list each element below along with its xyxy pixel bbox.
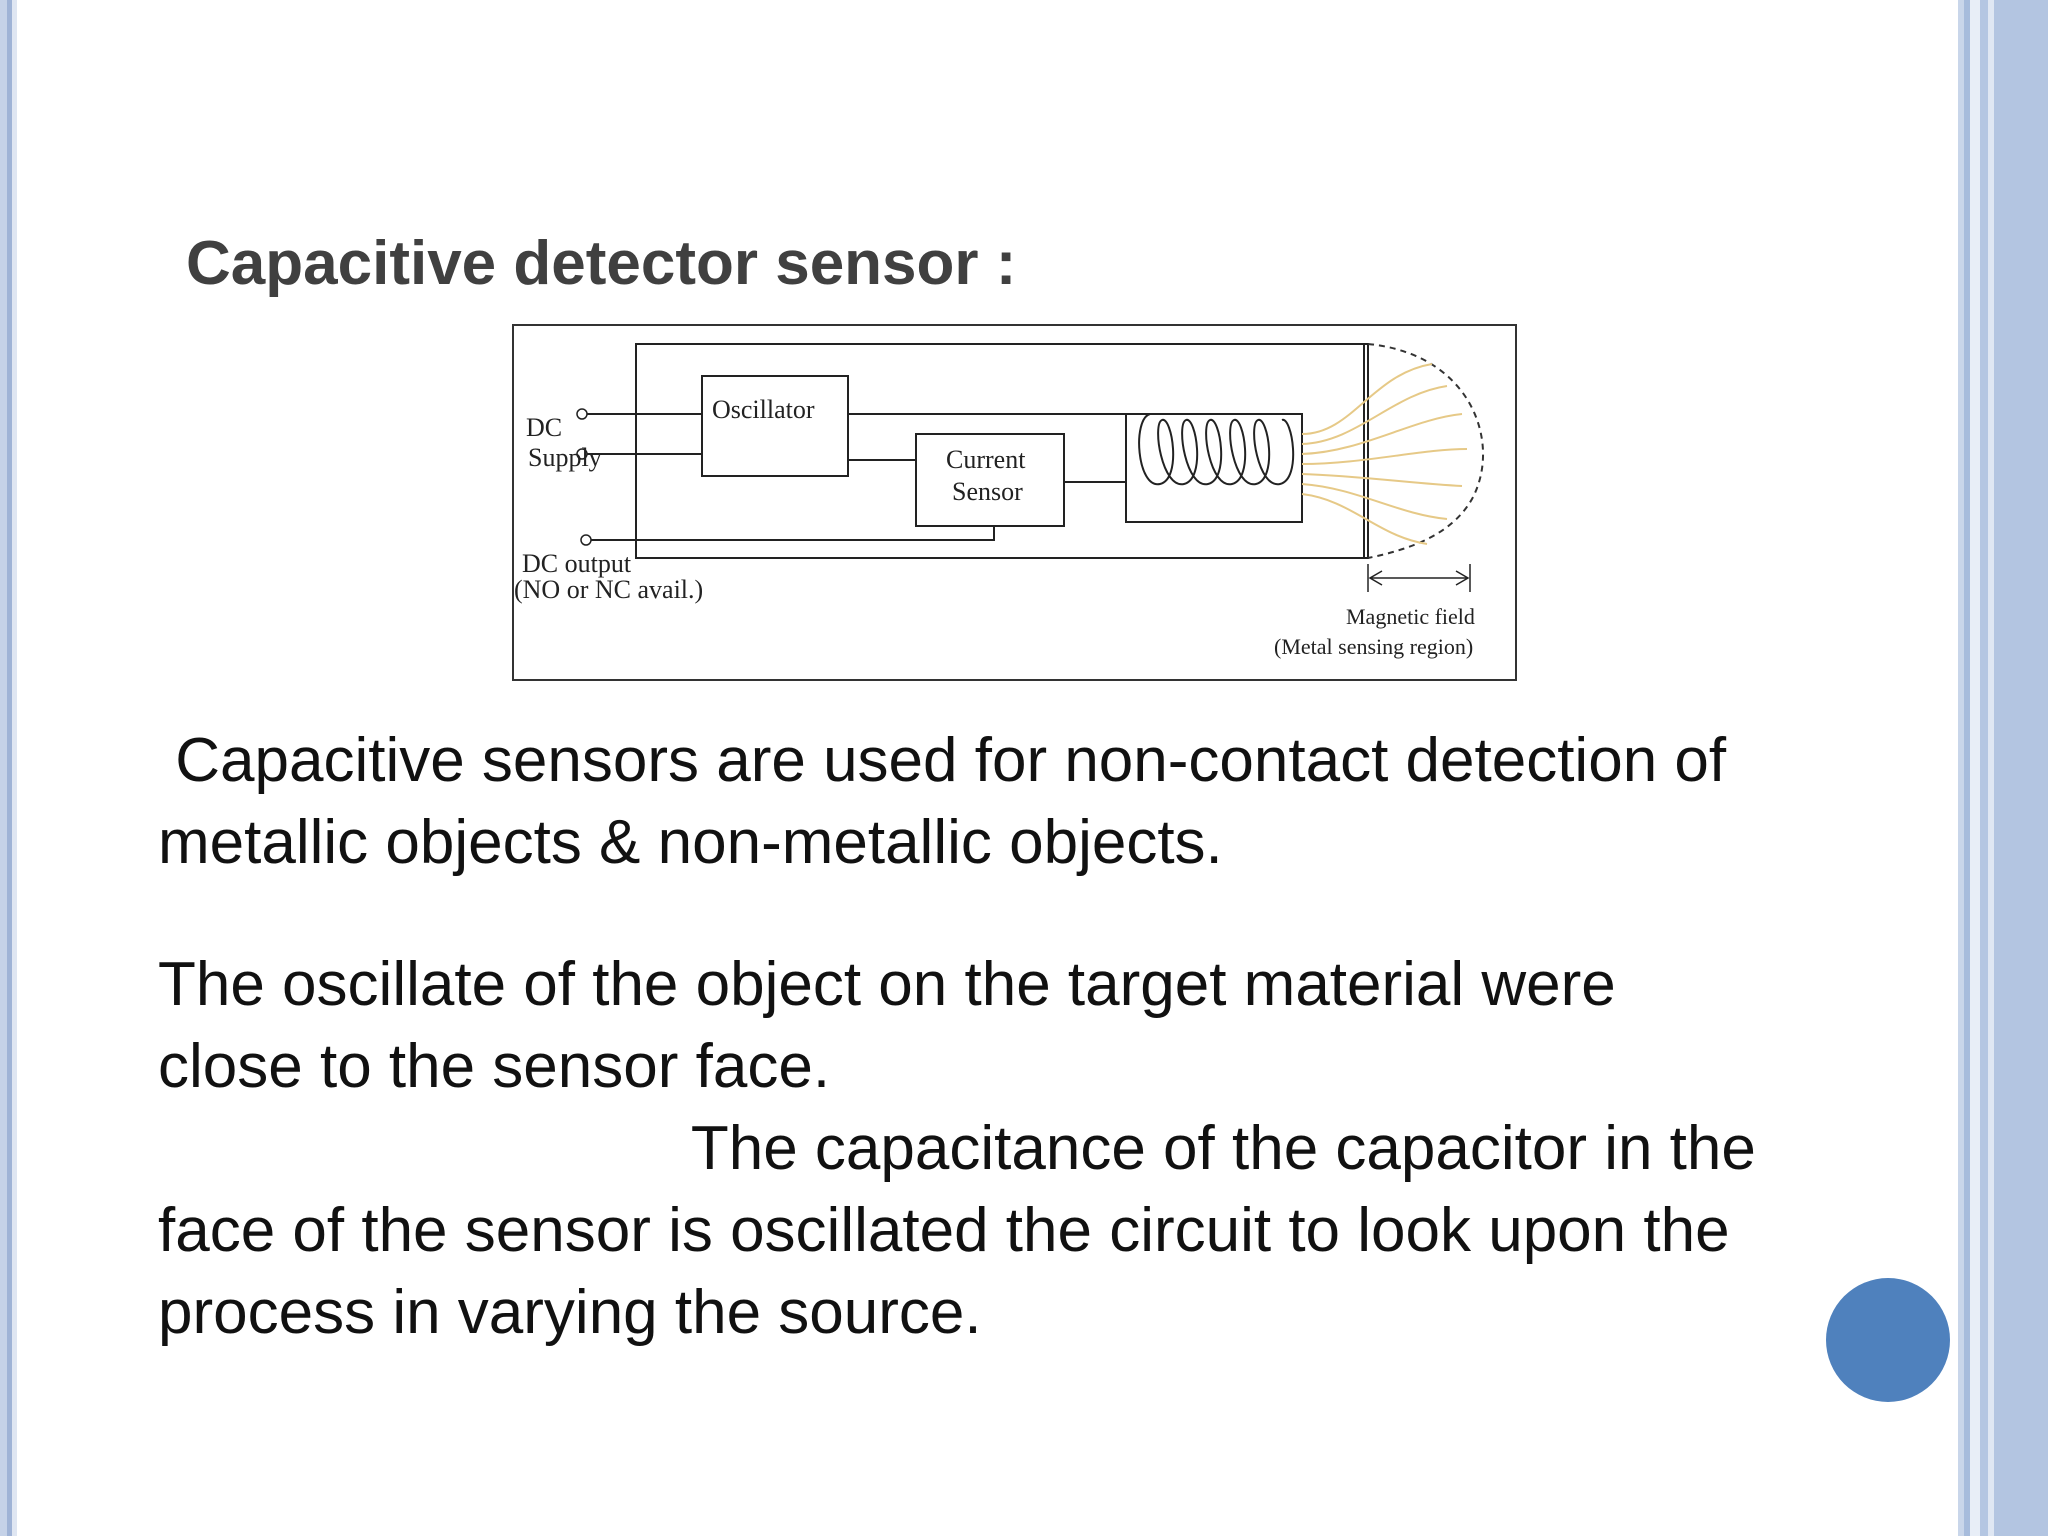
label-current: Current xyxy=(946,445,1026,474)
left-border-stripe xyxy=(12,0,17,1536)
oscillator-block xyxy=(701,375,849,477)
terminal xyxy=(576,408,588,420)
coil-icon xyxy=(1138,413,1295,486)
label-supply: Supply xyxy=(528,443,602,472)
text-line: face of the sensor is oscillated the cir… xyxy=(158,1196,1730,1265)
text-line: process in varying the source. xyxy=(158,1278,982,1347)
field-lines xyxy=(1301,363,1468,545)
range-arrow xyxy=(1367,564,1471,592)
diagram-frame xyxy=(512,324,1517,681)
current-sensor-block xyxy=(915,433,1065,527)
label-magnetic-field: Magnetic field xyxy=(1346,604,1475,629)
label-dc: DC xyxy=(526,413,562,442)
right-border-stripe xyxy=(1980,0,1988,1536)
right-border-stripe xyxy=(1988,0,1994,1536)
right-border-stripe xyxy=(1994,0,2048,1536)
label-dc-output: DC output xyxy=(522,549,632,578)
label-metal-region: (Metal sensing region) xyxy=(1274,634,1473,659)
label-oscillator: Oscillator xyxy=(712,395,815,424)
label-sensor: Sensor xyxy=(952,477,1023,506)
right-border-stripe xyxy=(1964,0,1970,1536)
text-line: The capacitance of the capacitor in the xyxy=(158,1114,1756,1183)
slide-title: Capacitive detector sensor : xyxy=(186,229,1017,298)
text-line: Capacitive sensors are used for non-cont… xyxy=(158,726,1727,795)
coil-housing xyxy=(1125,413,1303,523)
terminal xyxy=(580,534,592,546)
text-line: metallic objects & non-metallic objects. xyxy=(158,808,1223,877)
label-no-nc: (NO or NC avail.) xyxy=(514,575,703,604)
left-border-stripe xyxy=(7,0,12,1536)
left-border-stripe xyxy=(0,0,7,1536)
text-line: The oscillate of the object on the targe… xyxy=(158,950,1616,1019)
text-line: close to the sensor face. xyxy=(158,1032,831,1101)
right-border-stripe xyxy=(1970,0,1980,1536)
right-border-stripe xyxy=(1958,0,1964,1536)
magnetic-field-boundary xyxy=(1367,343,1485,559)
paragraph-non-contact-detection: Capacitive sensors are used for non-cont… xyxy=(158,720,1726,884)
sensor-circuit-diagram: DC Supply Oscillator Current Sensor DC o… xyxy=(512,324,1517,681)
sensor-housing xyxy=(635,343,1369,559)
paragraph-capacitance-explanation: The oscillate of the object on the targe… xyxy=(158,944,1756,1354)
decorative-circle xyxy=(1826,1278,1950,1402)
